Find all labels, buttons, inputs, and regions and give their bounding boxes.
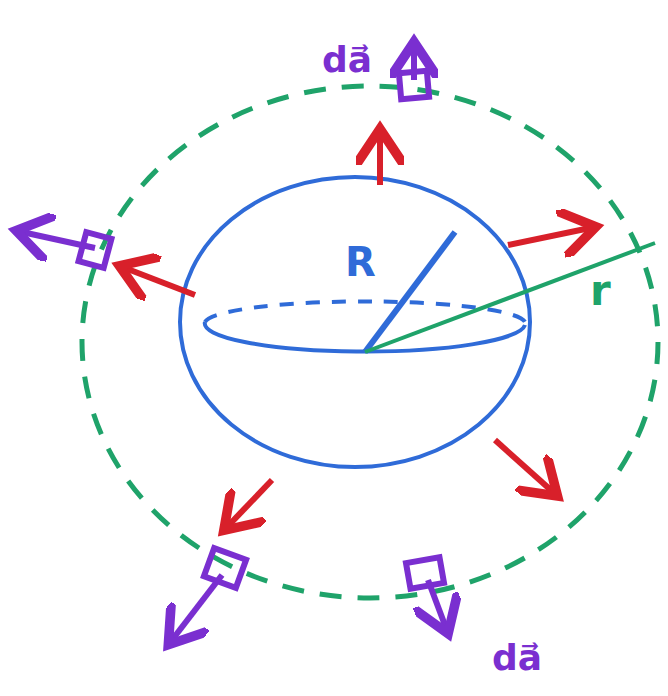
field-arrows [125,135,590,526]
radius-label: R [345,242,376,282]
sphere-outline [180,177,530,467]
equator-back [205,301,525,325]
radius-label: r [590,270,611,312]
gaussian-surface [82,86,658,598]
radius-r-line [365,243,655,352]
equator-front [205,322,525,352]
area-element-label: da⃗ [322,42,372,78]
area-element-label: da⃗ [492,640,542,676]
area-vectors [22,48,446,640]
